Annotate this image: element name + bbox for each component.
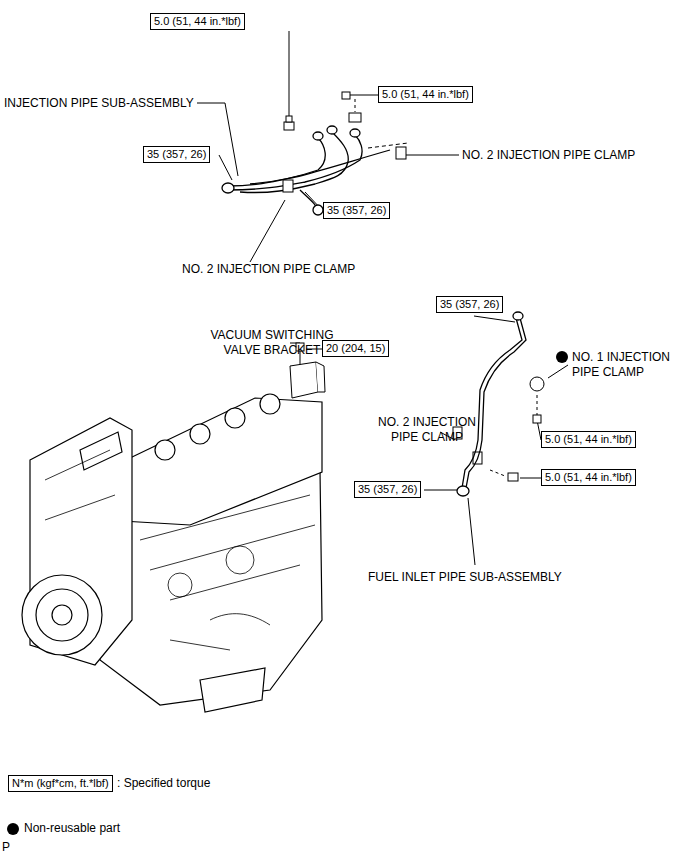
torque-value: 35 (357, 26) [327,204,386,216]
torque-value: 35 (357, 26) [147,148,206,160]
part-name: NO. 2 INJECTION PIPE CLAMP [462,148,635,163]
torque-spec: 5.0 (51, 44 in.*lbf) [378,86,473,103]
legend-text: Non-reusable part [24,821,120,835]
part-name: NO. 2 INJECTION PIPE CLAMP [372,415,482,445]
part-name: NO. 1 INJECTION PIPE CLAMP [572,350,684,380]
part-name: P [2,840,10,854]
torque-value: N*m (kgf*cm, ft.*lbf) [12,777,109,789]
part-name: NO. 2 INJECTION PIPE CLAMP [182,262,355,277]
torque-spec: 35 (357, 26) [143,146,210,163]
part-name-text: NO. 2 INJECTION PIPE CLAMP [182,262,355,276]
part-name-text: NO. 2 INJECTION PIPE CLAMP [378,415,476,444]
part-name-text: FUEL INLET PIPE SUB-ASSEMBLY [368,570,562,584]
torque-spec: 35 (357, 26) [436,296,503,313]
part-name: INJECTION PIPE SUB-ASSEMBLY [4,96,194,111]
part-name: FUEL INLET PIPE SUB-ASSEMBLY [368,570,562,585]
torque-value: 5.0 (51, 44 in.*lbf) [545,433,632,445]
torque-value: 5.0 (51, 44 in.*lbf) [382,88,469,100]
torque-value: 5.0 (51, 44 in.*lbf) [545,471,632,483]
legend-entry: Non-reusable part [24,821,120,836]
part-name: VACUUM SWITCHING VALVE BRACKET [208,328,336,358]
part-name-text: P [2,840,10,854]
legend-entry: : Specified torque [117,776,210,791]
torque-spec: 5.0 (51, 44 in.*lbf) [150,13,245,30]
torque-unit-key: N*m (kgf*cm, ft.*lbf) [8,775,113,792]
non-reusable-dot [7,823,19,835]
part-name-text: NO. 2 INJECTION PIPE CLAMP [462,148,635,162]
torque-value: 35 (357, 26) [358,483,417,495]
torque-spec: 35 (357, 26) [354,481,421,498]
torque-spec: 5.0 (51, 44 in.*lbf) [541,431,636,448]
torque-spec: 35 (357, 26) [323,202,390,219]
part-name-text: VACUUM SWITCHING VALVE BRACKET [210,328,333,357]
torque-spec: 20 (204, 15) [322,340,389,357]
torque-value: 35 (357, 26) [440,298,499,310]
torque-spec: 5.0 (51, 44 in.*lbf) [541,469,636,486]
torque-value: 5.0 (51, 44 in.*lbf) [154,15,241,27]
torque-value: 20 (204, 15) [326,342,385,354]
legend-text: : Specified torque [117,776,210,790]
part-name-text: INJECTION PIPE SUB-ASSEMBLY [4,96,194,110]
part-name-text: NO. 1 INJECTION PIPE CLAMP [572,350,670,379]
